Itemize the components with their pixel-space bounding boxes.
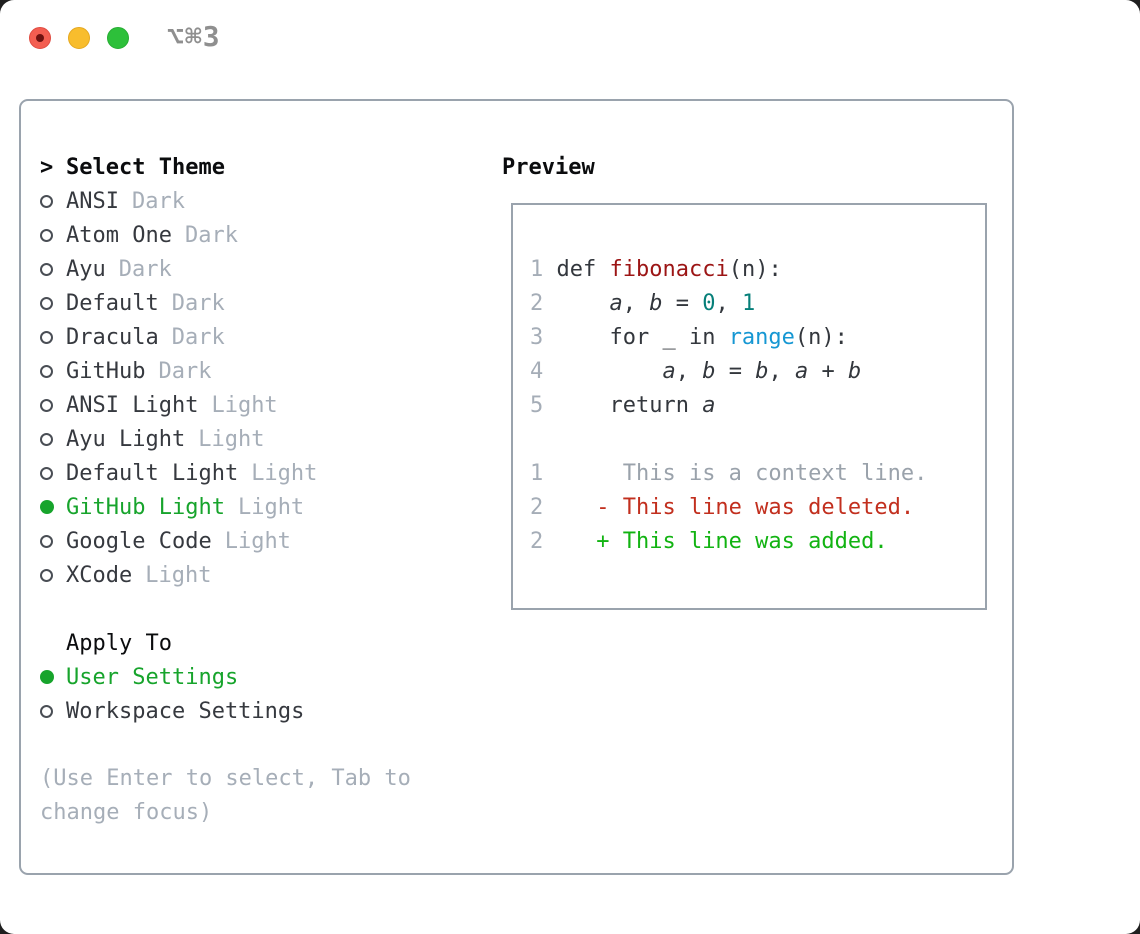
- theme-variant-label: Dark: [131, 188, 185, 214]
- radio-icon: [40, 262, 53, 276]
- theme-option-ansi[interactable]: ANSI Dark: [40, 184, 480, 218]
- theme-option-atom-one[interactable]: Atom One Dark: [40, 218, 480, 252]
- select-theme-header: > Select Theme: [40, 150, 480, 184]
- theme-variant-label: Light: [251, 460, 318, 486]
- code-preview: 1 def fibonacci(n): 2 a, b = 0, 1 3 for _ …: [513, 205, 985, 559]
- radio-icon: [40, 228, 53, 242]
- diff-line-context: 1 This is a context line.: [530, 461, 928, 486]
- radio-icon: [40, 330, 53, 344]
- maximize-button[interactable]: [107, 27, 129, 49]
- theme-option-ayu-light[interactable]: Ayu Light Light: [40, 422, 480, 456]
- theme-variant-label: Dark: [171, 324, 225, 350]
- line-number: 2: [530, 291, 544, 316]
- radio-icon: [40, 568, 53, 582]
- diff-line-add: 2 + This line was added.: [530, 529, 888, 554]
- code-line: 2 a, b = 0, 1: [530, 291, 756, 316]
- line-number: 2: [530, 529, 544, 554]
- line-number: 1: [530, 257, 544, 282]
- theme-name: GitHub Light: [66, 494, 225, 520]
- radio-icon: [40, 432, 53, 446]
- radio-icon: [40, 296, 53, 310]
- theme-name: Atom One: [66, 222, 172, 248]
- window-title: ⌥⌘3: [167, 20, 221, 53]
- radio-icon: [40, 466, 53, 480]
- theme-variant-label: Light: [237, 494, 305, 520]
- titlebar: ⌥⌘3: [0, 0, 1140, 76]
- theme-option-xcode[interactable]: XCode Light: [40, 558, 480, 592]
- theme-variant-label: Light: [224, 528, 291, 554]
- theme-name: GitHub: [66, 358, 146, 384]
- code-line: 4 a, b = b, a + b: [530, 359, 862, 384]
- minimize-button[interactable]: [68, 27, 90, 49]
- unsaved-dot-icon: [36, 34, 44, 42]
- theme-option-google-code[interactable]: Google Code Light: [40, 524, 480, 558]
- code-line: 5 return a: [530, 393, 716, 418]
- select-theme-title: Select Theme: [66, 154, 225, 180]
- selected-radio-icon: [40, 500, 54, 514]
- line-number: 2: [530, 495, 544, 520]
- theme-variant-label: Dark: [118, 256, 172, 282]
- theme-variant-label: Dark: [184, 222, 238, 248]
- selected-radio-icon: [40, 670, 54, 684]
- apply-option-label: User Settings: [66, 664, 239, 690]
- radio-icon: [40, 398, 53, 412]
- theme-variant-label: Dark: [158, 358, 212, 384]
- apply-option-label: Workspace Settings: [66, 698, 305, 724]
- keyboard-hint-text: (Use Enter to select, Tab to change focu…: [40, 766, 411, 825]
- theme-name: Dracula: [66, 324, 159, 350]
- theme-variant-label: Dark: [171, 290, 225, 316]
- radio-icon: [40, 704, 53, 718]
- radio-icon: [40, 364, 53, 378]
- code-line: 1 def fibonacci(n):: [530, 257, 782, 282]
- theme-option-ansi-light[interactable]: ANSI Light Light: [40, 388, 480, 422]
- theme-name: Default: [66, 290, 159, 316]
- theme-variant-label: Light: [145, 562, 212, 588]
- spacer: [40, 592, 480, 626]
- line-number: 1: [530, 461, 544, 486]
- radio-icon: [40, 194, 53, 208]
- preview-title: Preview: [502, 154, 595, 180]
- theme-option-ayu[interactable]: Ayu Dark: [40, 252, 480, 286]
- theme-name: Google Code: [66, 528, 212, 554]
- line-number: 3: [530, 325, 544, 350]
- code-line: 3 for _ in range(n):: [530, 325, 848, 350]
- line-number: 5: [530, 393, 544, 418]
- theme-option-github[interactable]: GitHub Dark: [40, 354, 480, 388]
- theme-option-dracula[interactable]: Dracula Dark: [40, 320, 480, 354]
- theme-option-default-light[interactable]: Default Light Light: [40, 456, 480, 490]
- theme-option-default[interactable]: Default Dark: [40, 286, 480, 320]
- theme-name: Default Light: [66, 460, 239, 486]
- theme-name: Ayu: [66, 256, 106, 282]
- radio-icon: [40, 534, 53, 548]
- diff-line-del: 2 - This line was deleted.: [530, 495, 915, 520]
- close-button[interactable]: [29, 27, 51, 49]
- line-number: 4: [530, 359, 544, 384]
- apply-option-user-settings[interactable]: User Settings: [40, 660, 480, 694]
- theme-variant-label: Light: [198, 426, 265, 452]
- apply-option-workspace-settings[interactable]: Workspace Settings: [40, 694, 480, 728]
- apply-to-header: Apply To: [66, 630, 172, 656]
- theme-option-github-light[interactable]: GitHub Light Light: [40, 490, 480, 524]
- preview-code-box: 1 def fibonacci(n): 2 a, b = 0, 1 3 for _ …: [511, 203, 987, 610]
- prompt-cursor-icon: >: [40, 154, 54, 180]
- theme-variant-label: Light: [211, 392, 278, 418]
- theme-name: ANSI Light: [66, 392, 199, 418]
- theme-name: Ayu Light: [66, 426, 186, 452]
- theme-name: XCode: [66, 562, 133, 588]
- theme-name: ANSI: [66, 188, 119, 214]
